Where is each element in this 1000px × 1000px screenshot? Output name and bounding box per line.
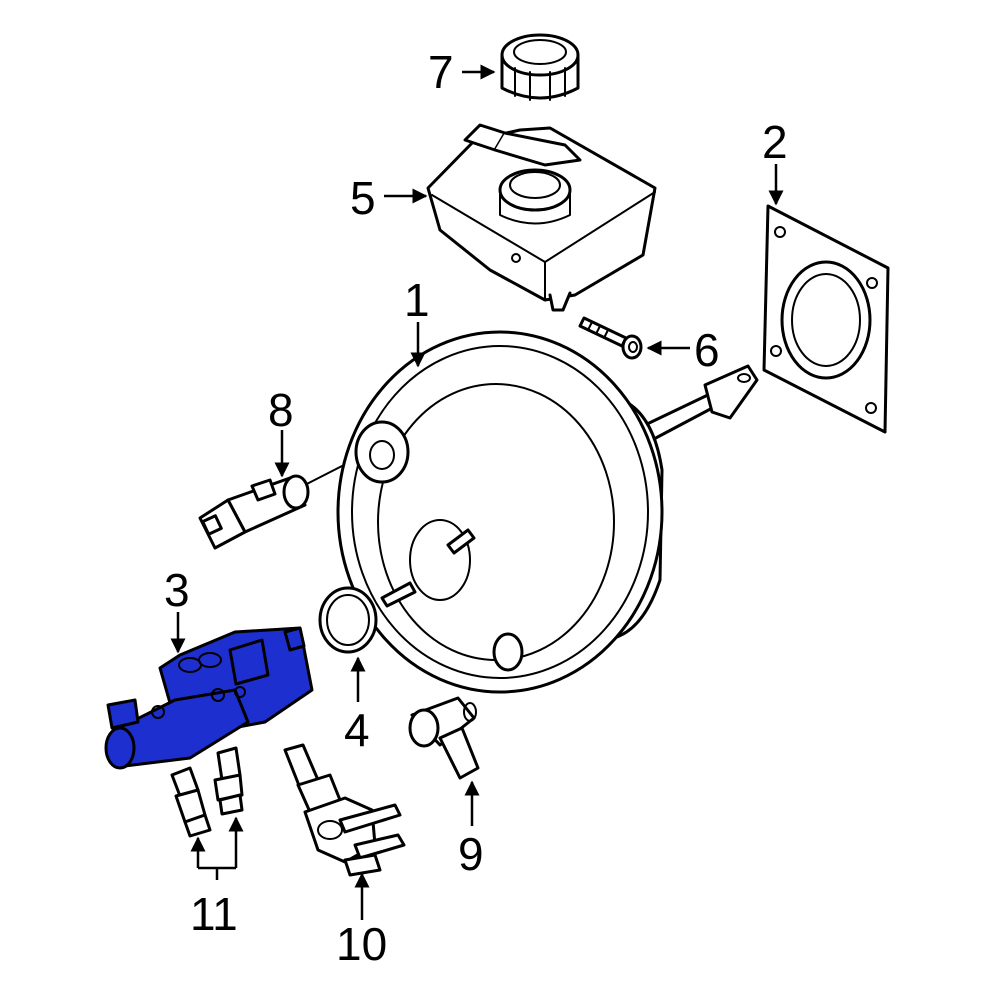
leader-lines (170, 64, 784, 920)
callout-7: 7 (428, 46, 454, 98)
master-cylinder[interactable] (104, 626, 314, 770)
fluid-reservoir[interactable] (426, 123, 657, 312)
callout-1: 1 (404, 274, 430, 326)
callout-9: 9 (458, 828, 484, 880)
reservoir-bolt[interactable] (578, 316, 643, 360)
brake-line-fittings[interactable] (170, 746, 244, 838)
callout-5: 5 (350, 172, 376, 224)
vacuum-hose-elbow[interactable] (408, 696, 480, 780)
vacuum-valve[interactable] (283, 743, 406, 877)
callout-8: 8 (268, 384, 294, 436)
callout-6: 6 (694, 324, 720, 376)
booster-gasket[interactable] (762, 204, 890, 434)
brake-booster[interactable] (336, 330, 759, 694)
callout-3: 3 (164, 564, 190, 616)
callout-4: 4 (344, 704, 370, 756)
callout-labels: 7 5 2 1 6 8 3 4 9 10 11 (164, 46, 788, 970)
o-ring-seal[interactable] (318, 586, 378, 654)
callout-10: 10 (336, 918, 387, 970)
reservoir-cap[interactable] (500, 33, 580, 101)
callout-11: 11 (190, 888, 238, 940)
pressure-sensor[interactable] (198, 465, 343, 550)
callout-2: 2 (762, 116, 788, 168)
